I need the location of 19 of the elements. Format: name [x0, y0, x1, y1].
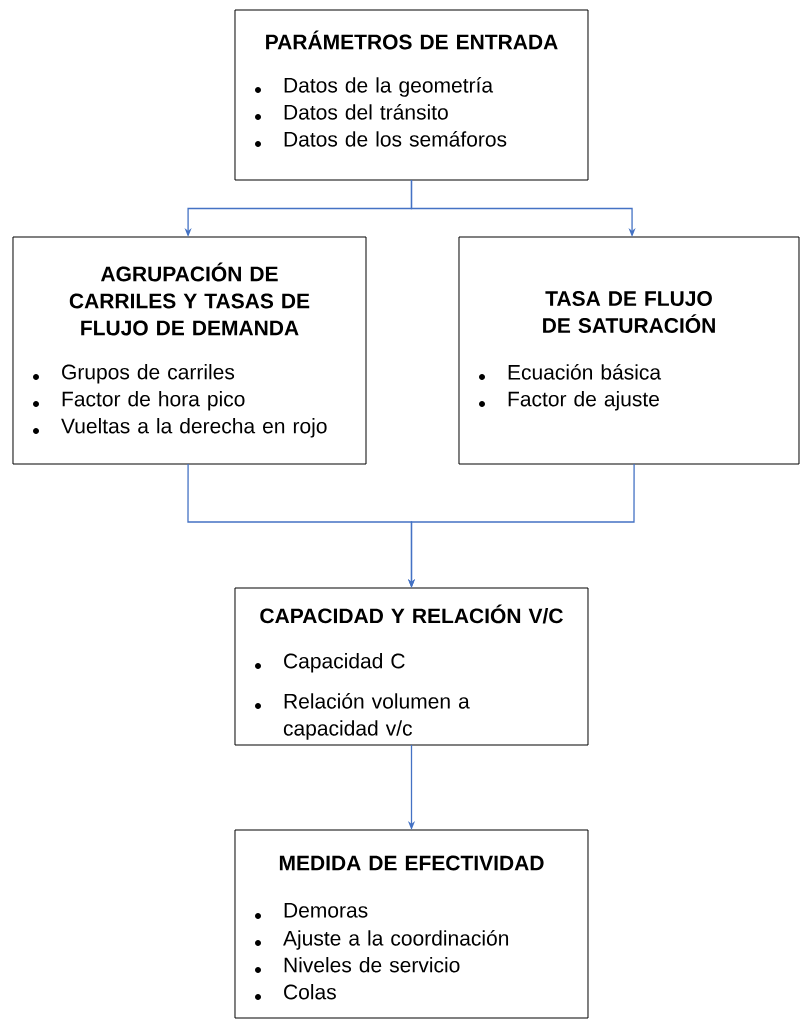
- box-title: PARÁMETROS DE ENTRADA: [266, 30, 558, 50]
- bullet-item: Datos de la geometría: [255, 77, 494, 97]
- bullet-item: Niveles de servicio: [255, 957, 460, 973]
- bullet-item: Ajuste a la coordinación: [255, 930, 509, 950]
- box-title: TASA DE FLUJO DE SATURACIÓN: [543, 291, 715, 333]
- bullet-item: Colas: [255, 984, 336, 1000]
- bullet-item: Capacidad C: [255, 653, 405, 673]
- bullet-item: Datos de los semáforos: [255, 131, 507, 147]
- bullet-item: Factor de ajuste: [479, 391, 659, 411]
- box-title: AGRUPACIÓN DE CARRILES Y TASAS DE FLUJO DE DEMANDA: [69, 262, 310, 336]
- bullet-item: Factor de hora pico: [33, 391, 245, 411]
- bullet-item: Grupos de carriles: [33, 364, 235, 384]
- bullet-item: Vueltas a la derecha en rojo: [33, 418, 327, 438]
- box-title: MEDIDA DE EFECTIVIDAD: [279, 855, 544, 871]
- box-title: CAPACIDAD Y RELACIÓN V/C: [260, 604, 563, 624]
- bullet-item: Ecuación básica: [479, 364, 662, 380]
- bullet-item: Relación volumen a capacidad v/c: [255, 693, 470, 740]
- bullet-item: Datos del tránsito: [255, 104, 448, 120]
- bullet-item: Demoras: [255, 903, 368, 919]
